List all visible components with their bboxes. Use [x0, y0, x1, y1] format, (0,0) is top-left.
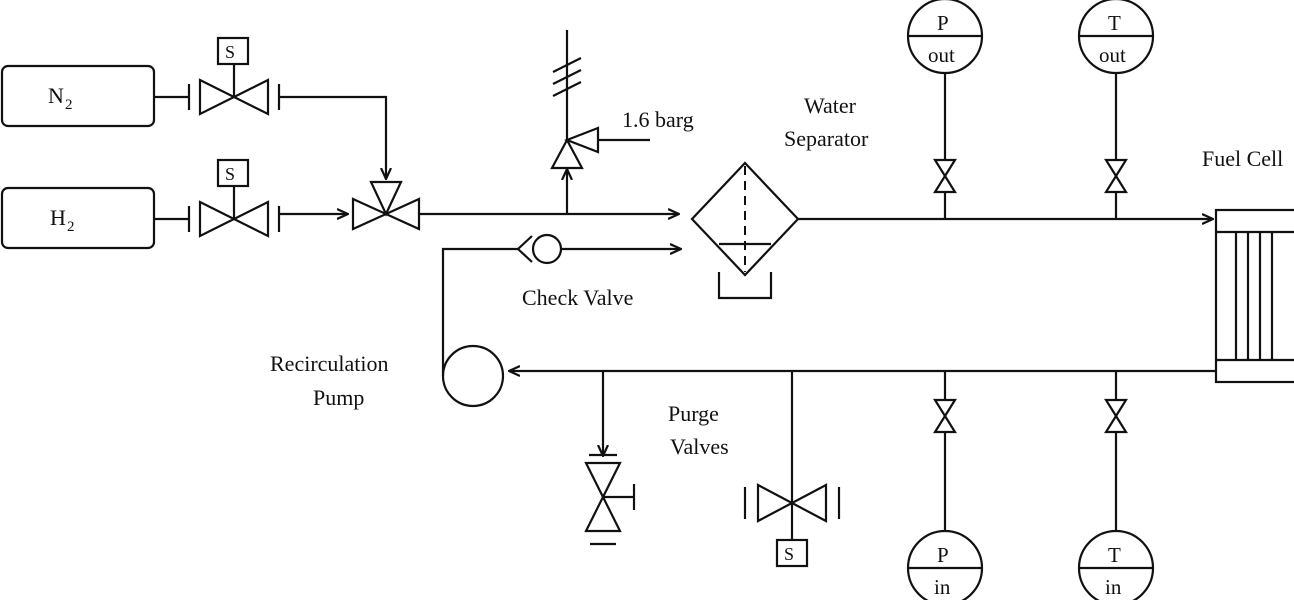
n2-solenoid-valve: S: [154, 36, 281, 116]
purge-solenoid-s: S: [784, 544, 794, 564]
water-separator-label-1: Water: [804, 93, 857, 118]
h2-label: H: [50, 205, 66, 230]
t-out-bottom: out: [1099, 43, 1126, 67]
fuel-cell-stack: Fuel Cell: [1202, 146, 1294, 384]
purge-label-1: Purge: [668, 401, 719, 426]
p-in-top: P: [937, 543, 949, 567]
purge-solenoid-valve: S: [743, 371, 841, 568]
n2-pipe: [279, 95, 386, 178]
h2-solenoid-valve: S: [154, 158, 281, 238]
p-out-bottom: out: [928, 43, 955, 67]
pressure-relief-valve: 1.6 barg: [550, 30, 694, 214]
relief-pressure-label: 1.6 barg: [622, 107, 694, 132]
water-separator: Water Separator: [690, 93, 869, 300]
t-in-top: T: [1108, 543, 1121, 567]
t-out-sensor: T out: [1077, 0, 1155, 219]
t-in-sensor: T in: [1077, 371, 1155, 600]
recirculation-label-2: Pump: [313, 385, 364, 410]
fuel-cell-label: Fuel Cell: [1202, 146, 1283, 171]
h2-tank: H 2: [0, 186, 156, 250]
three-way-valve: [351, 180, 421, 231]
recirculation-pump: Recirculation Pump: [270, 344, 505, 410]
purge-label-2: Valves: [670, 434, 729, 459]
n2-label: N: [48, 83, 64, 108]
n2-tank: N 2: [0, 64, 156, 128]
recirculation-pipe: [441, 247, 518, 346]
n2-solenoid-s: S: [225, 42, 235, 62]
p-in-sensor: P in: [906, 371, 984, 600]
check-valve-label: Check Valve: [522, 285, 633, 310]
p-out-top: P: [937, 11, 949, 35]
recirculation-label-1: Recirculation: [270, 351, 389, 376]
p-in-bottom: in: [934, 575, 951, 599]
check-valve: [516, 233, 563, 265]
purge-manual-valve: [584, 371, 636, 546]
t-in-bottom: in: [1105, 575, 1122, 599]
n2-subscript: 2: [65, 97, 73, 113]
p-out-sensor: P out: [906, 0, 984, 219]
t-out-top: T: [1108, 11, 1121, 35]
h2-subscript: 2: [67, 219, 75, 235]
h2-solenoid-s: S: [225, 164, 235, 184]
water-separator-label-2: Separator: [784, 126, 869, 151]
